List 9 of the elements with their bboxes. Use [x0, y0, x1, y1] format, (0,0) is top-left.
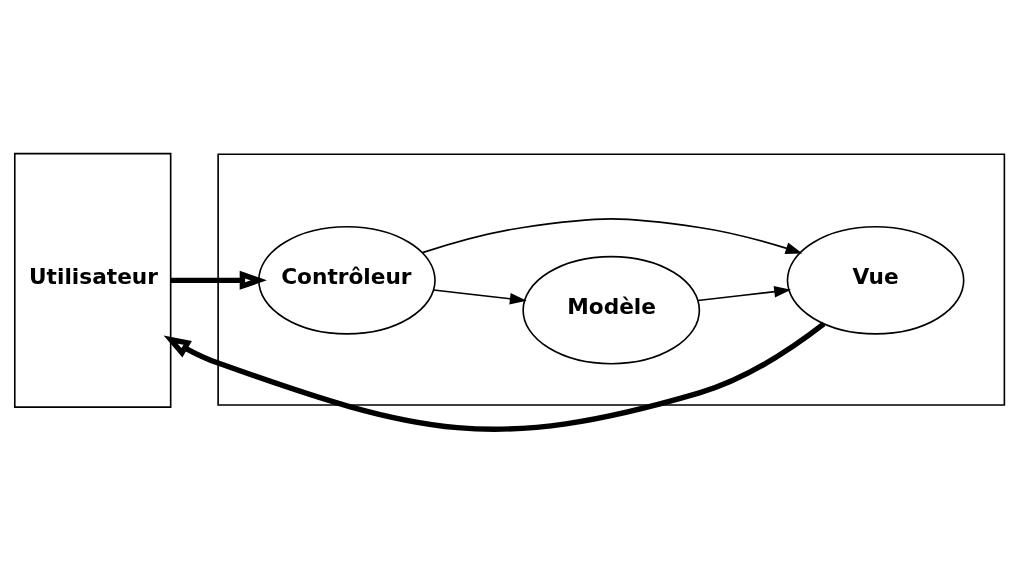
- arrow: [421, 218, 802, 254]
- arrow: [170, 270, 267, 290]
- arrow: [163, 321, 825, 432]
- arrow: [696, 285, 791, 302]
- node-box: Utilisateur: [13, 152, 171, 408]
- node-ellipse: Contrôleur: [257, 225, 436, 335]
- arrow: [432, 289, 527, 305]
- node-ellipse: Modèle: [521, 255, 700, 365]
- cluster: [216, 153, 1005, 406]
